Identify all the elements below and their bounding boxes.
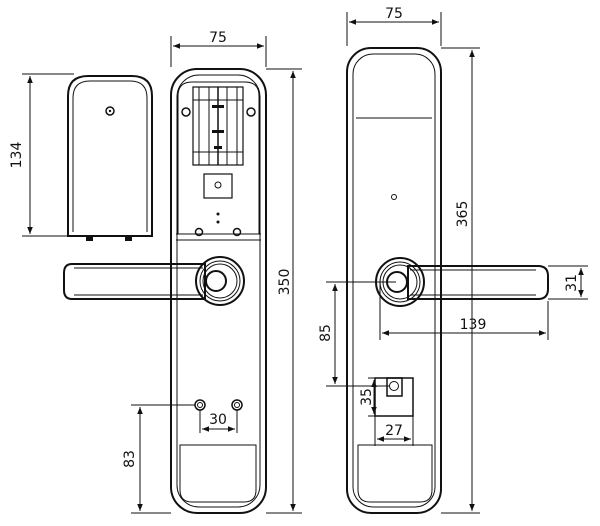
- screw-icon: [181, 107, 191, 117]
- screw-icon: [246, 107, 256, 117]
- dim-label-30: 30: [209, 412, 227, 428]
- dim-cover-height: 134: [9, 73, 74, 237]
- dim-front-width: 75: [346, 6, 442, 46]
- cover-screw-icon: [105, 106, 115, 116]
- dim-label-31: 31: [564, 274, 580, 292]
- dim-front-height: 365: [441, 47, 480, 514]
- dim-label-75-back: 75: [209, 30, 227, 46]
- dim-back-height: 350: [266, 68, 302, 514]
- dim-back-width: 75: [170, 30, 267, 67]
- dim-hole-height: 83: [122, 404, 195, 514]
- dim-handle-height: 31: [548, 265, 588, 300]
- dim-keypad-width: 27: [374, 416, 414, 446]
- dim-label-139: 139: [460, 317, 487, 333]
- dim-label-75-front: 75: [385, 6, 403, 22]
- battery-cover: [67, 75, 153, 241]
- dim-label-83: 83: [122, 450, 138, 468]
- front-handle: [375, 257, 549, 307]
- dim-hole-spacing: 30: [199, 410, 238, 433]
- dim-handle-length: 139: [379, 282, 549, 340]
- back-plate: [170, 68, 267, 514]
- mount-hole-icon: [194, 399, 206, 411]
- dim-label-27: 27: [385, 423, 403, 439]
- front-plate: [346, 47, 442, 514]
- dim-label-365: 365: [455, 201, 471, 228]
- dim-label-134: 134: [9, 142, 25, 169]
- dim-label-85: 85: [318, 324, 334, 342]
- mount-hole-icon: [231, 399, 243, 411]
- back-handle: [63, 256, 245, 306]
- dim-keypad-height: 35: [359, 377, 377, 417]
- dim-label-350: 350: [277, 269, 293, 296]
- dim-cylinder-height: 85: [318, 281, 396, 387]
- dim-label-35: 35: [359, 388, 375, 406]
